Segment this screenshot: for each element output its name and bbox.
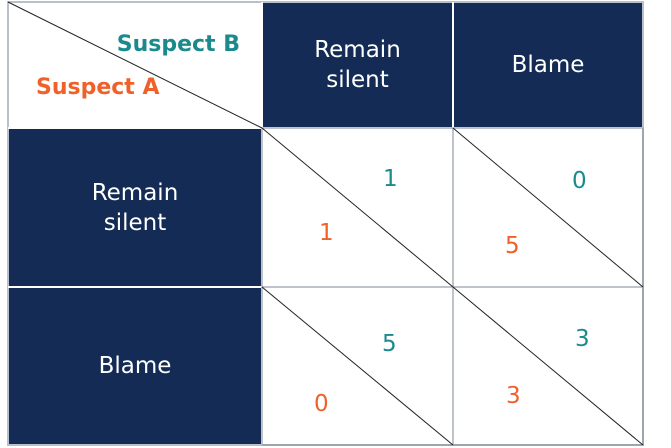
payoff-suspect-b: 1 [383,166,398,192]
payoff-suspect-a: 1 [319,220,334,246]
payoff-suspect-b: 0 [572,168,587,194]
payoff-cell-silent-silent: 1 1 [262,128,453,287]
column-header-label: Blame [511,52,585,78]
row-header-remain-silent: Remain silent [8,128,262,287]
row-header-label: Remain silent [91,179,179,236]
corner-cell: Suspect B Suspect A [8,2,262,128]
column-header-remain-silent: Remain silent [262,2,453,128]
column-player-label: Suspect B [116,32,240,57]
payoff-suspect-a: 5 [505,233,520,259]
payoff-cell-silent-blame: 0 5 [453,128,643,287]
row-header-label: Blame [98,353,172,379]
payoff-cell-blame-blame: 3 3 [453,287,643,445]
column-header-blame: Blame [453,2,643,128]
payoff-suspect-b: 3 [575,326,590,352]
payoff-cell-blame-silent: 5 0 [262,287,453,445]
row-header-blame: Blame [8,287,262,445]
row-player-label: Suspect A [36,75,160,100]
payoff-suspect-a: 0 [314,391,329,417]
column-header-label: Remain silent [314,37,401,93]
payoff-suspect-b: 5 [382,331,397,357]
payoff-suspect-a: 3 [506,383,521,409]
